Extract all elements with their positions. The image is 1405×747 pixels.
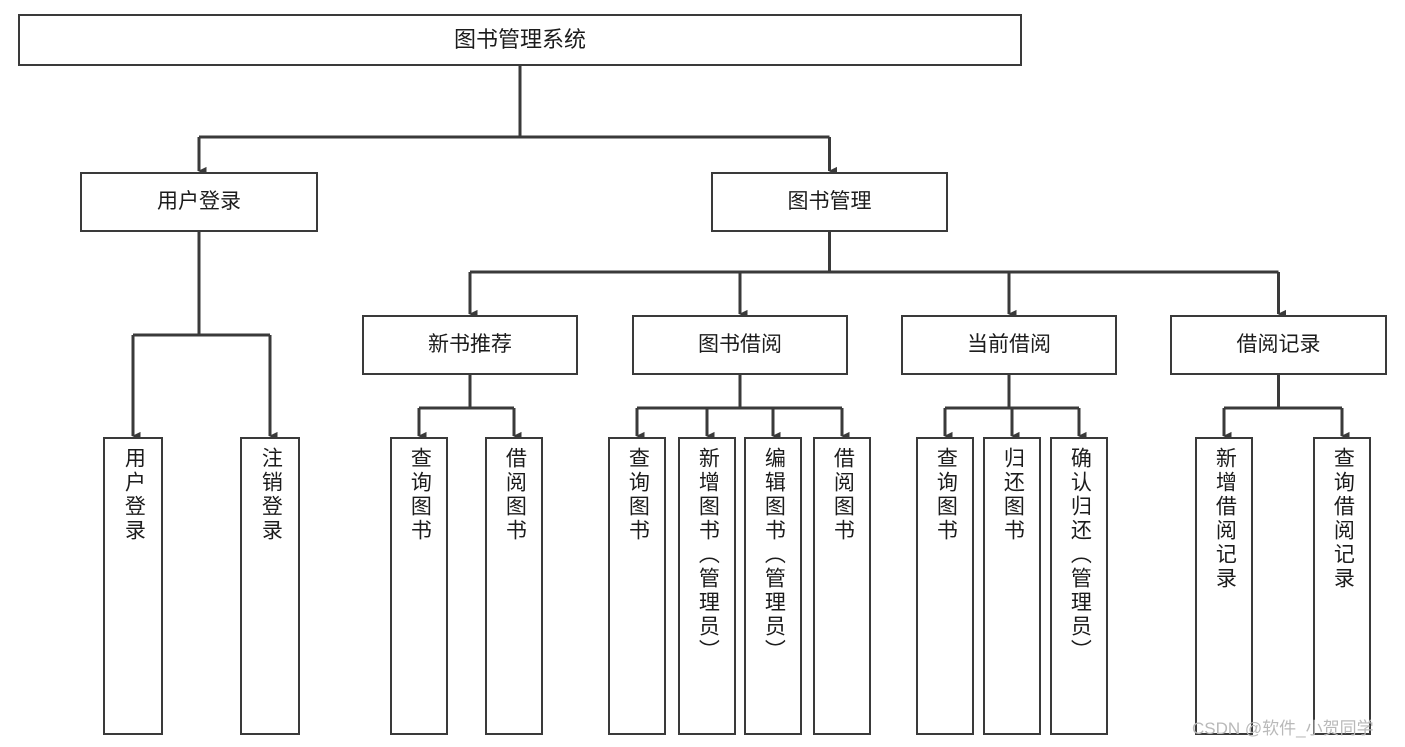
- connector-from-login: [131, 232, 278, 441]
- connector-from-current: [943, 375, 1087, 441]
- node-label-l-cur-query: 查询图书: [934, 447, 958, 543]
- node-l-bb-borrow[interactable]: 借阅图书: [813, 437, 871, 735]
- node-label-l-bb-query: 查询图书: [626, 447, 650, 543]
- node-l-logout[interactable]: 注销登录: [240, 437, 300, 735]
- node-l-cur-ret[interactable]: 归还图书: [983, 437, 1041, 735]
- connector-from-bookmgmt: [468, 232, 1287, 319]
- node-l-bb-add[interactable]: 新增图书（管理员）: [678, 437, 736, 735]
- node-l-nb-query[interactable]: 查询图书: [390, 437, 448, 735]
- node-l-rec-query[interactable]: 查询借阅记录: [1313, 437, 1371, 735]
- node-newbook[interactable]: 新书推荐: [362, 315, 578, 375]
- node-bookmgmt[interactable]: 图书管理: [711, 172, 948, 232]
- connector-from-root: [197, 66, 838, 176]
- node-label-root: 图书管理系统: [453, 27, 586, 53]
- node-label-l-bb-add: 新增图书（管理员）: [696, 447, 720, 663]
- node-borrow[interactable]: 图书借阅: [632, 315, 848, 375]
- node-label-l-nb-borrow: 借阅图书: [503, 447, 527, 543]
- connector-from-newbook: [417, 375, 522, 441]
- node-l-nb-borrow[interactable]: 借阅图书: [485, 437, 543, 735]
- node-root[interactable]: 图书管理系统: [18, 14, 1022, 66]
- node-l-bb-query[interactable]: 查询图书: [608, 437, 666, 735]
- node-label-l-cur-ret: 归还图书: [1001, 447, 1025, 543]
- edge-layer: [131, 66, 1350, 441]
- node-label-l-rec-query: 查询借阅记录: [1331, 447, 1355, 591]
- node-label-l-bb-edit: 编辑图书（管理员）: [762, 447, 786, 663]
- node-label-l-login: 用户登录: [122, 447, 146, 543]
- node-label-current: 当前借阅: [967, 332, 1051, 356]
- connector-from-records: [1222, 375, 1350, 441]
- node-label-l-nb-query: 查询图书: [408, 447, 432, 543]
- node-current[interactable]: 当前借阅: [901, 315, 1117, 375]
- node-l-cur-conf[interactable]: 确认归还（管理员）: [1050, 437, 1108, 735]
- node-label-l-bb-borrow: 借阅图书: [831, 447, 855, 543]
- node-label-bookmgmt: 图书管理: [787, 189, 872, 213]
- node-label-l-cur-conf: 确认归还（管理员）: [1068, 447, 1092, 663]
- node-l-bb-edit[interactable]: 编辑图书（管理员）: [744, 437, 802, 735]
- node-label-l-logout: 注销登录: [259, 447, 283, 543]
- node-records[interactable]: 借阅记录: [1170, 315, 1387, 375]
- node-label-borrow: 图书借阅: [698, 332, 782, 356]
- node-label-records: 借阅记录: [1236, 332, 1321, 356]
- connector-from-borrow: [635, 375, 850, 441]
- node-l-login[interactable]: 用户登录: [103, 437, 163, 735]
- node-label-login: 用户登录: [157, 189, 241, 213]
- node-label-newbook: 新书推荐: [428, 332, 512, 356]
- node-l-rec-add[interactable]: 新增借阅记录: [1195, 437, 1253, 735]
- node-login[interactable]: 用户登录: [80, 172, 318, 232]
- node-label-l-rec-add: 新增借阅记录: [1213, 447, 1237, 591]
- node-l-cur-query[interactable]: 查询图书: [916, 437, 974, 735]
